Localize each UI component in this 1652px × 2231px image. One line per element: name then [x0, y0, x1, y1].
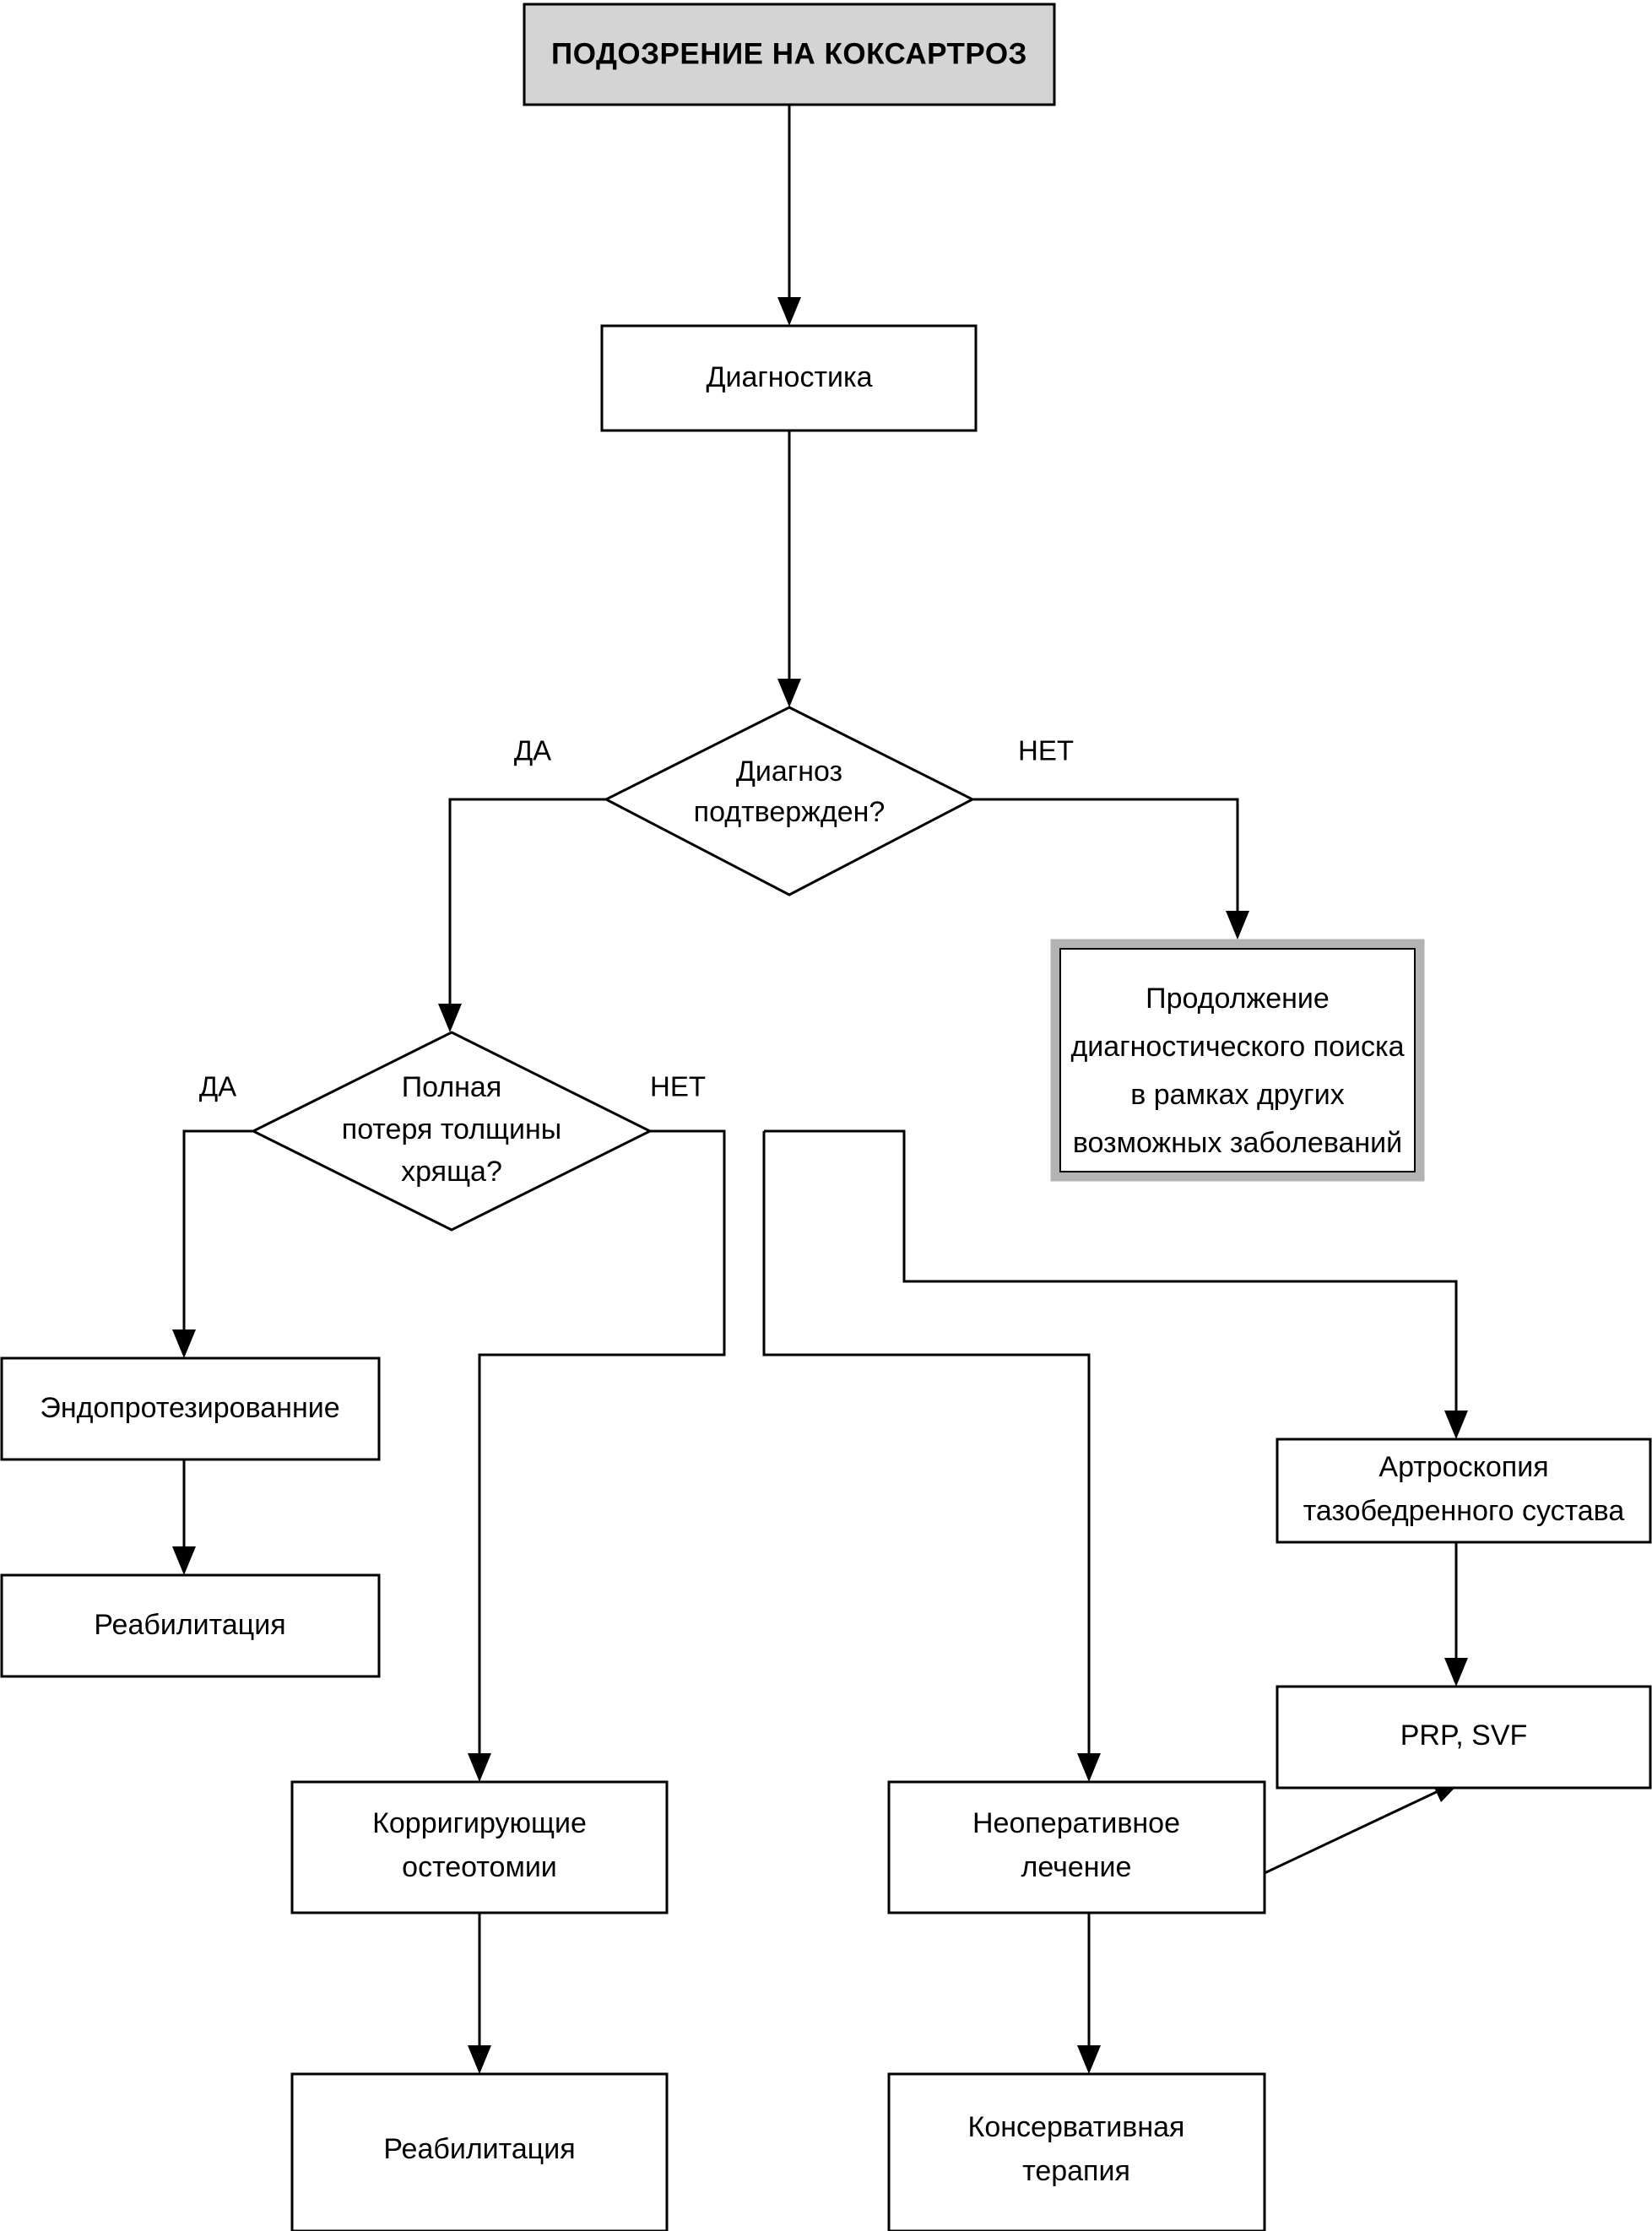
decision-confirmed-line2: подтвержден?: [694, 796, 886, 828]
decision-cartilage-line3: хряща?: [401, 1156, 502, 1188]
edge-diagnostics-to-decision-confirmed: [777, 430, 801, 707]
decision-cartilage-line1: Полная: [402, 1071, 502, 1103]
edge-label-cartilage-no: НЕТ: [650, 1071, 706, 1102]
continue-search-line2: диагностического поиска: [1070, 1031, 1404, 1063]
node-conservative-line2: терапия: [1022, 2155, 1130, 2187]
node-diagnostics-label: Диагностика: [706, 361, 872, 393]
edge-cartilage-no-nonoperative: [762, 1131, 1101, 1782]
node-nonoperative-line2: лечение: [1021, 1851, 1132, 1883]
edge-arthroscopy-to-prp: [1444, 1542, 1468, 1687]
node-rehab-bottom-label: Реабилитация: [383, 2133, 575, 2165]
node-prp-svf-label: PRP, SVF: [1400, 1719, 1528, 1752]
edge-label-cartilage-yes: ДА: [199, 1071, 236, 1102]
node-rehab-left[interactable]: Реабилитация: [0, 1573, 381, 1678]
node-nonoperative-line1: Неоперативное: [972, 1807, 1180, 1839]
decision-cartilage-line2: потеря толщины: [342, 1113, 561, 1145]
edge-label-confirmed-yes: ДА: [514, 735, 551, 766]
edge-cartilage-no-arthroscopy: [764, 1129, 1468, 1439]
node-osteotomy-line1: Корригирующие: [372, 1807, 587, 1839]
node-decision-cartilage-loss[interactable]: Полная потеря толщины хряща?: [250, 1031, 653, 1232]
node-arthroscopy-line1: Артроскопия: [1378, 1451, 1548, 1483]
node-diagnostics[interactable]: Диагностика: [600, 324, 978, 432]
node-conservative-line1: Консервативная: [968, 2111, 1185, 2143]
node-start[interactable]: ПОДОЗРЕНИЕ НА КОКСАРТРОЗ: [523, 3, 1056, 106]
node-start-label: ПОДОЗРЕНИЕ НА КОКСАРТРОЗ: [551, 37, 1027, 70]
node-decision-diagnosis-confirmed[interactable]: Диагноз подтвержден?: [603, 706, 976, 896]
edge-cartilage-yes: [172, 1129, 253, 1358]
edge-confirmed-no: [972, 798, 1249, 940]
node-nonoperative[interactable]: Неоперативное лечение: [887, 1780, 1266, 1914]
edge-osteotomy-to-rehab: [468, 1913, 491, 2074]
edge-start-to-diagnostics: [777, 105, 801, 326]
continue-search-line1: Продолжение: [1146, 983, 1330, 1015]
continue-search-line4: возможных заболеваний: [1073, 1127, 1402, 1159]
node-prp-svf[interactable]: PRP, SVF: [1276, 1685, 1652, 1790]
decision-confirmed-line1: Диагноз: [736, 755, 842, 788]
edge-cartilage-no-osteotomy: [468, 1129, 726, 1782]
edge-confirmed-yes: [438, 798, 606, 1032]
edge-nonoperative-to-prp: [1264, 1779, 1463, 1875]
node-rehab-left-label: Реабилитация: [94, 1609, 285, 1641]
edge-endoprosthetics-to-rehab: [172, 1459, 196, 1575]
node-arthroscopy[interactable]: Артроскопия тазобедренного сустава: [1276, 1438, 1652, 1544]
node-endoprosthetics[interactable]: Эндопротезированние: [0, 1356, 381, 1461]
node-continue-diagnostic-search[interactable]: Продолжение диагностического поиска в ра…: [1050, 939, 1425, 1182]
node-conservative[interactable]: Консервативная терапия: [887, 2072, 1266, 2231]
node-endoprosthetics-label: Эндопротезированние: [40, 1392, 339, 1424]
node-rehab-bottom[interactable]: Реабилитация: [290, 2072, 669, 2231]
continue-search-line3: в рамках других: [1130, 1079, 1344, 1111]
node-osteotomy[interactable]: Корригирующие остеотомии: [290, 1780, 669, 1914]
edge-label-confirmed-no: НЕТ: [1018, 735, 1074, 766]
node-arthroscopy-line2: тазобедренного сустава: [1303, 1495, 1625, 1527]
node-osteotomy-line2: остеотомии: [402, 1851, 557, 1883]
edge-nonoperative-to-conservative: [1077, 1913, 1101, 2074]
